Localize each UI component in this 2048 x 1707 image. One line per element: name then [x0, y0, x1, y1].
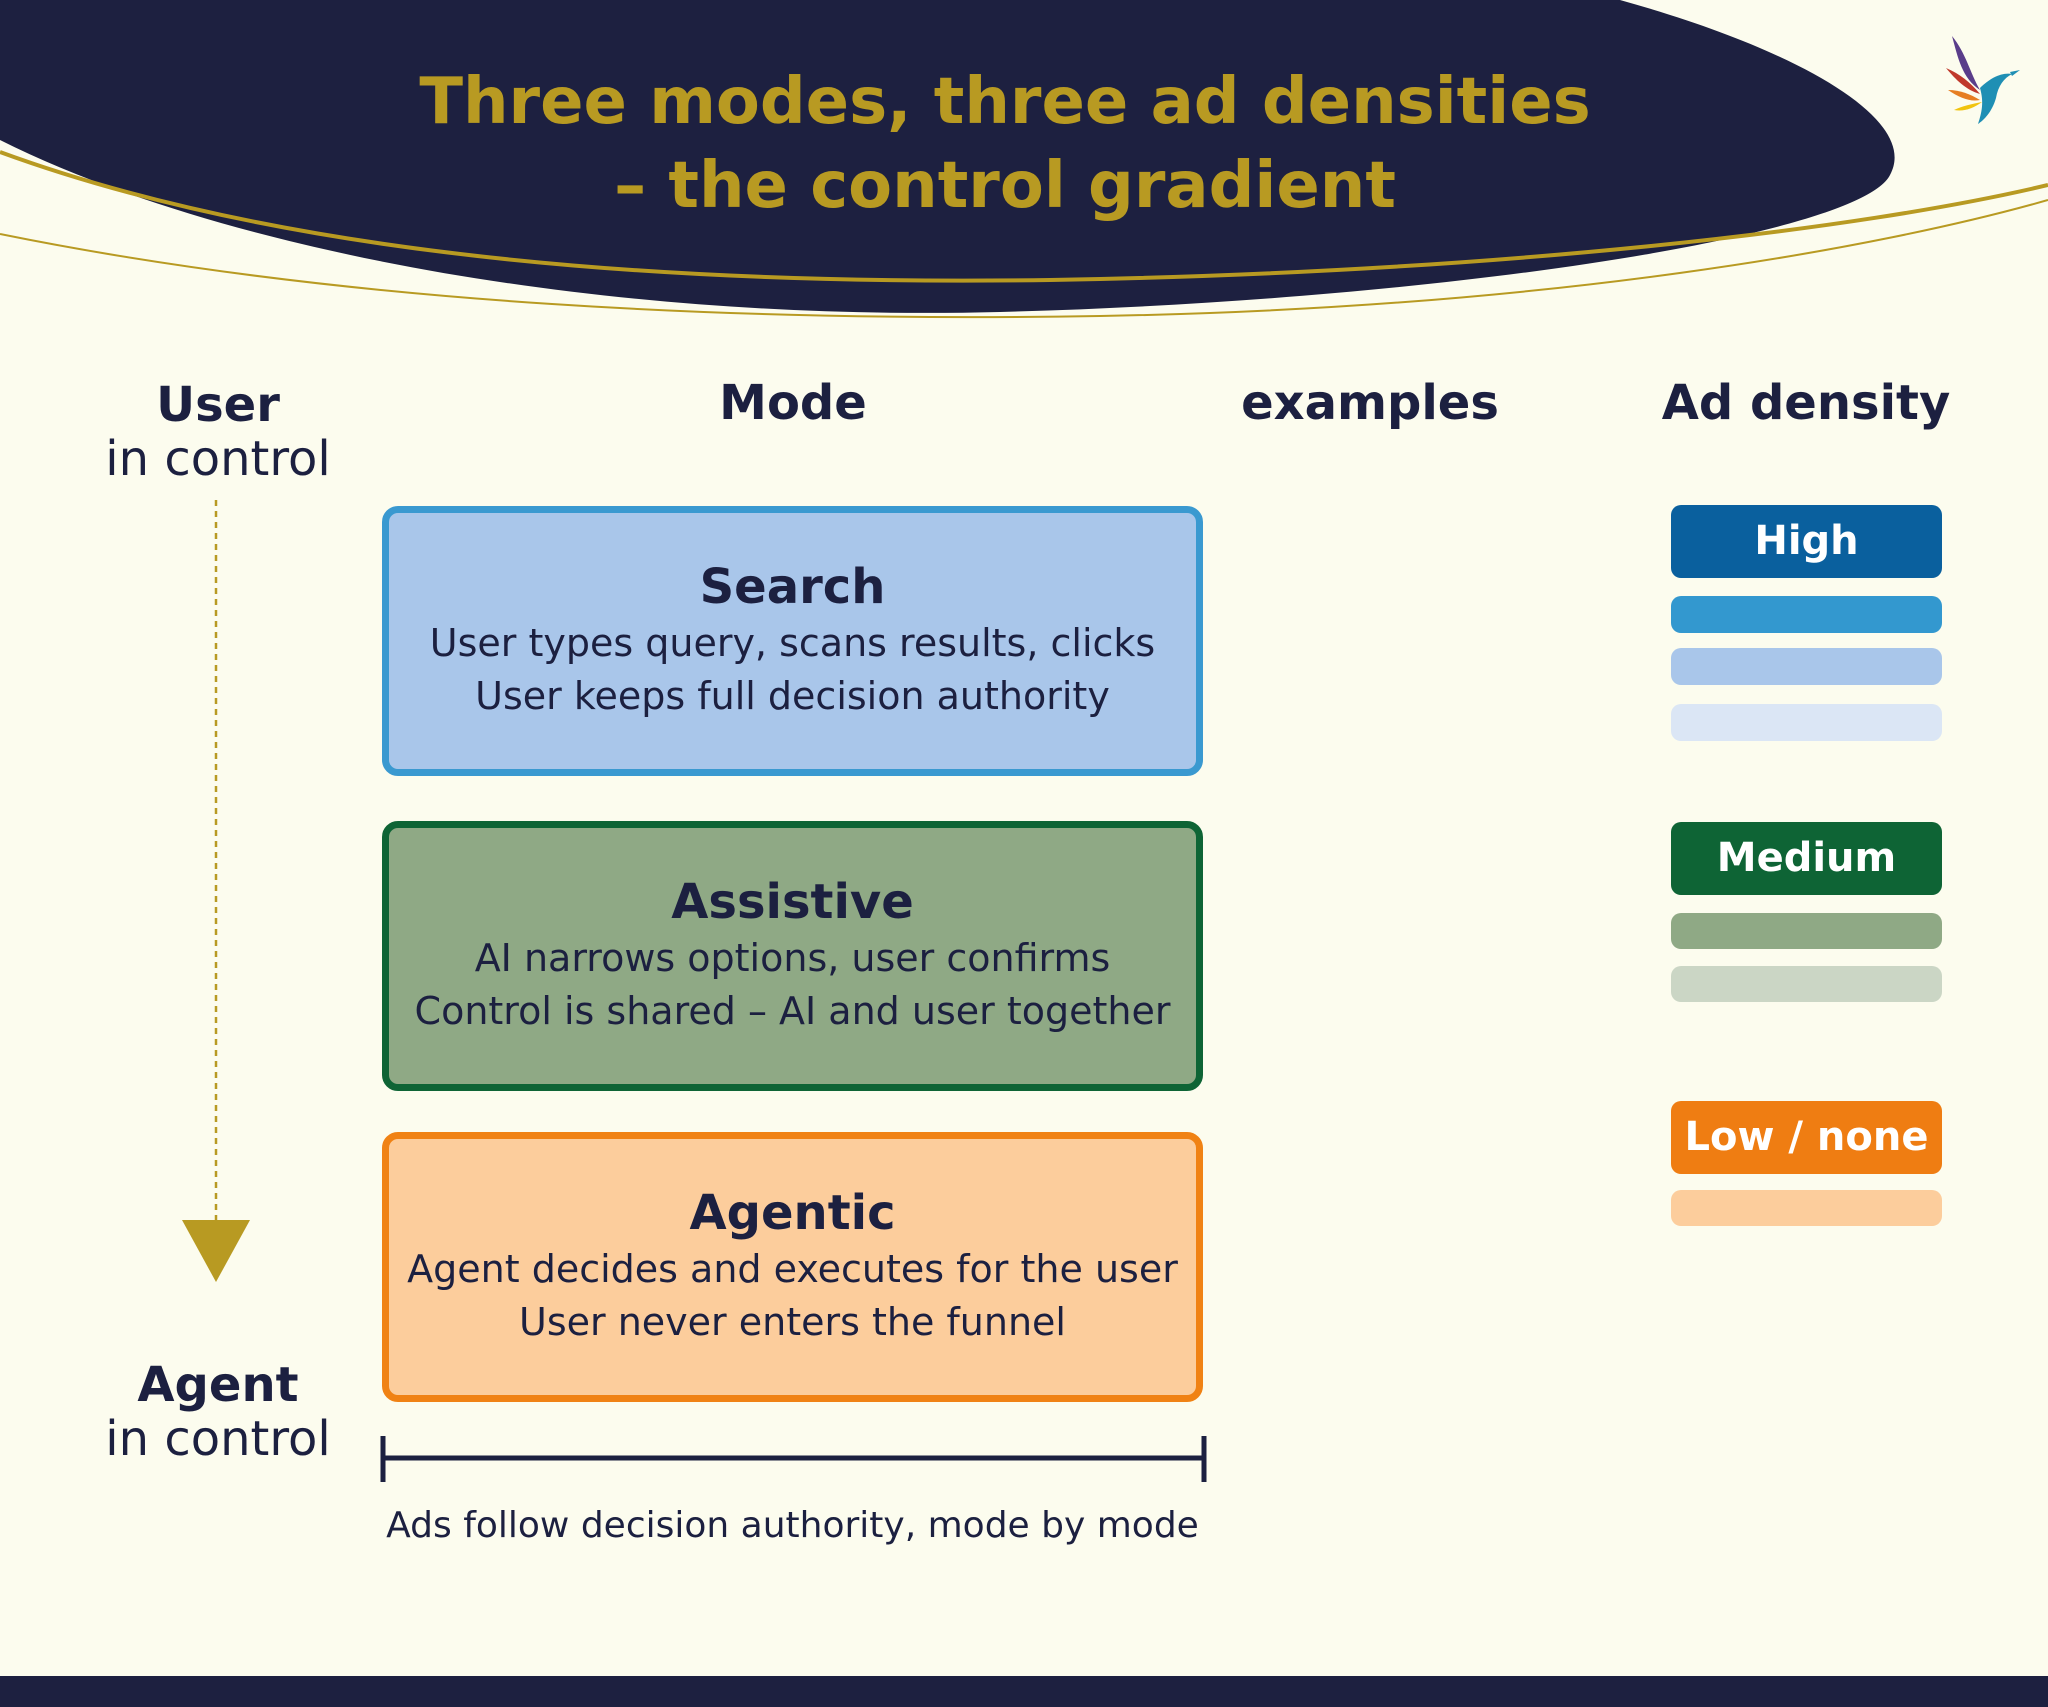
mode-name: Assistive [671, 874, 914, 930]
bottom-band [0, 1676, 2048, 1707]
header-banner [0, 0, 2048, 319]
axis-top-bold: User [156, 377, 280, 433]
column-header-ad-density: Ad density [1661, 375, 1951, 431]
density-bar-high-2 [1671, 648, 1942, 685]
density-pill-low: Low / none [1671, 1101, 1942, 1174]
density-bar-high-3 [1671, 704, 1942, 741]
axis-bottom-bold: Agent [137, 1357, 299, 1413]
footnote: Ads follow decision authority, mode by m… [386, 1505, 1199, 1546]
mode-description-line-1: Agent decides and executes for the user [407, 1247, 1178, 1291]
column-header-mode: Mode [719, 375, 867, 431]
arrow-head-icon [182, 1220, 250, 1282]
page-title: Three modes, three ad densities – the co… [0, 60, 2010, 228]
column-header-examples: examples [1241, 375, 1499, 431]
mode-box-search: Search User types query, scans results, … [382, 506, 1203, 776]
mode-box-agentic: Agentic Agent decides and executes for t… [382, 1132, 1203, 1402]
hummingbird-logo-icon [1946, 36, 2020, 124]
mode-box-assistive: Assistive AI narrows options, user confi… [382, 821, 1203, 1091]
control-gradient-arrow [182, 500, 250, 1282]
axis-top-label: User in control [68, 378, 368, 486]
mode-name: Search [699, 559, 886, 615]
mode-description-line-2: User keeps full decision authority [475, 674, 1110, 718]
density-pill-medium: Medium [1671, 822, 1942, 895]
mode-description-line-1: User types query, scans results, clicks [429, 621, 1156, 665]
title-line-1: Three modes, three ad densities [419, 65, 1591, 139]
density-bar-medium-2 [1671, 966, 1942, 1002]
density-pill-high: High [1671, 505, 1942, 578]
mode-name: Agentic [689, 1185, 896, 1241]
density-bar-medium-1 [1671, 913, 1942, 949]
density-bar-high-1 [1671, 596, 1942, 633]
axis-bottom-label: Agent in control [68, 1358, 368, 1466]
title-line-2: – the control gradient [614, 149, 1396, 223]
mode-description-line-1: AI narrows options, user confirms [474, 936, 1111, 980]
mode-description-line-2: Control is shared – AI and user together [414, 989, 1171, 1033]
mode-description-line-2: User never enters the funnel [519, 1300, 1066, 1344]
axis-top-normal: in control [105, 431, 331, 487]
density-bar-low-1 [1671, 1190, 1942, 1226]
axis-bottom-normal: in control [105, 1411, 331, 1467]
mode-span-bracket [380, 1436, 1207, 1482]
